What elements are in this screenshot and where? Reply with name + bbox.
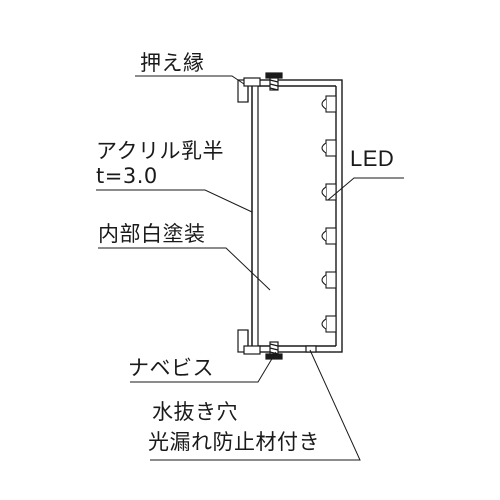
led-module <box>321 271 337 289</box>
label-led: LED <box>350 146 395 171</box>
screw-bottom-icon <box>265 341 283 360</box>
retainer-trim-top <box>237 77 261 103</box>
led-lens <box>321 98 327 110</box>
led-module-body <box>325 139 337 157</box>
label-drain-hole-line1: 水抜き穴 <box>152 400 238 424</box>
led-modules <box>321 95 337 333</box>
retainer-trim-bottom <box>237 329 261 355</box>
led-lens <box>321 318 327 330</box>
led-module <box>321 139 337 157</box>
led-lens <box>321 274 327 286</box>
leader-lines <box>96 75 404 461</box>
label-drain-hole-line2: 光漏れ防止材付き <box>148 430 320 454</box>
label-interior-paint: 内部白塗装 <box>98 222 206 246</box>
screw-top-icon <box>265 72 283 91</box>
led-lens <box>321 186 327 198</box>
sign-housing <box>251 79 343 353</box>
led-module-body <box>325 227 337 245</box>
led-lens <box>321 142 327 154</box>
led-lens <box>321 230 327 242</box>
led-module <box>321 227 337 245</box>
acrylic-panel <box>251 86 259 346</box>
label-acrylic-line1: アクリル乳半 <box>96 139 224 163</box>
label-pan-screw: ナベビス <box>128 356 214 380</box>
led-module-body <box>325 315 337 333</box>
led-module <box>321 183 337 201</box>
label-retainer-trim: 押え縁 <box>140 51 205 75</box>
label-acrylic-line2: t=3.0 <box>96 164 158 188</box>
led-module <box>321 95 337 113</box>
led-module-body <box>325 95 337 113</box>
led-module-body <box>325 271 337 289</box>
led-module <box>321 315 337 333</box>
